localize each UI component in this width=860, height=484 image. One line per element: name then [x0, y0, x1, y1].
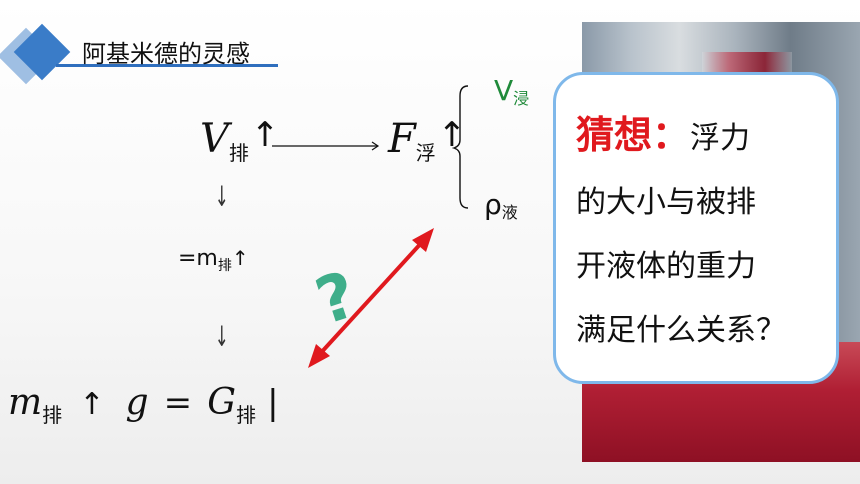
header-underline	[56, 64, 278, 67]
f-sub: 浮	[415, 141, 436, 165]
v-jin-var: V	[494, 74, 514, 107]
v-pai-term: V排↑	[200, 115, 280, 165]
bubble-line-1-rest: 浮力	[690, 121, 751, 156]
m-pai-sub: 排	[217, 258, 232, 274]
eq-G-sub: 排	[235, 403, 256, 427]
eq-m: m	[8, 382, 43, 423]
m-pai-up-arrow: ↑	[231, 246, 249, 270]
v-sub: 排	[228, 141, 249, 165]
bubble-text: 猜想：浮力 的大小与被排 开液体的重力 满足什么关系？	[576, 103, 832, 363]
long-right-arrow	[272, 141, 380, 151]
section-header: 阿基米德的灵感	[0, 23, 290, 85]
red-double-arrow	[308, 228, 434, 368]
down-arrow-2: ↓	[214, 320, 229, 353]
rho-sub: 液	[501, 203, 518, 222]
page-title: 阿基米德的灵感	[82, 40, 250, 68]
v-var: V	[200, 116, 229, 162]
bottom-equation: m排 ↑ g = G排 |	[8, 382, 279, 427]
eq-g: g	[125, 382, 149, 423]
curly-bracket	[452, 85, 469, 209]
bubble-line-4: 满足什么关系？	[576, 313, 786, 348]
eq-up-arrow-2: |	[267, 383, 279, 423]
bubble-line-1: 猜想：浮力	[576, 103, 832, 171]
v-up-arrow: ↑	[250, 115, 280, 155]
bubble-line-3: 开液体的重力	[576, 249, 756, 284]
eq-G: G	[207, 382, 236, 423]
down-arrow-1: ↓	[214, 180, 229, 213]
eq-m-sub: 排	[42, 403, 63, 427]
guess-label: 猜想：	[576, 113, 691, 157]
v-jin-term: V浸	[494, 74, 530, 108]
f-var: F	[388, 116, 416, 162]
m-pai-prefix: =m	[178, 246, 218, 271]
f-fu-term: F浮↑	[388, 115, 467, 165]
v-jin-sub: 浸	[513, 89, 530, 108]
rho-var: ρ	[484, 188, 502, 221]
f-up-arrow: ↑	[437, 115, 467, 155]
eq-up-arrow-1: ↑	[79, 387, 105, 422]
m-pai-line: =m排↑	[178, 246, 249, 274]
rho-ye-term: ρ液	[484, 188, 518, 222]
eq-equals: =	[163, 383, 193, 423]
guess-bubble: 猜想：浮力 的大小与被排 开液体的重力 满足什么关系？	[553, 72, 839, 384]
bubble-line-2: 的大小与被排	[576, 185, 756, 220]
